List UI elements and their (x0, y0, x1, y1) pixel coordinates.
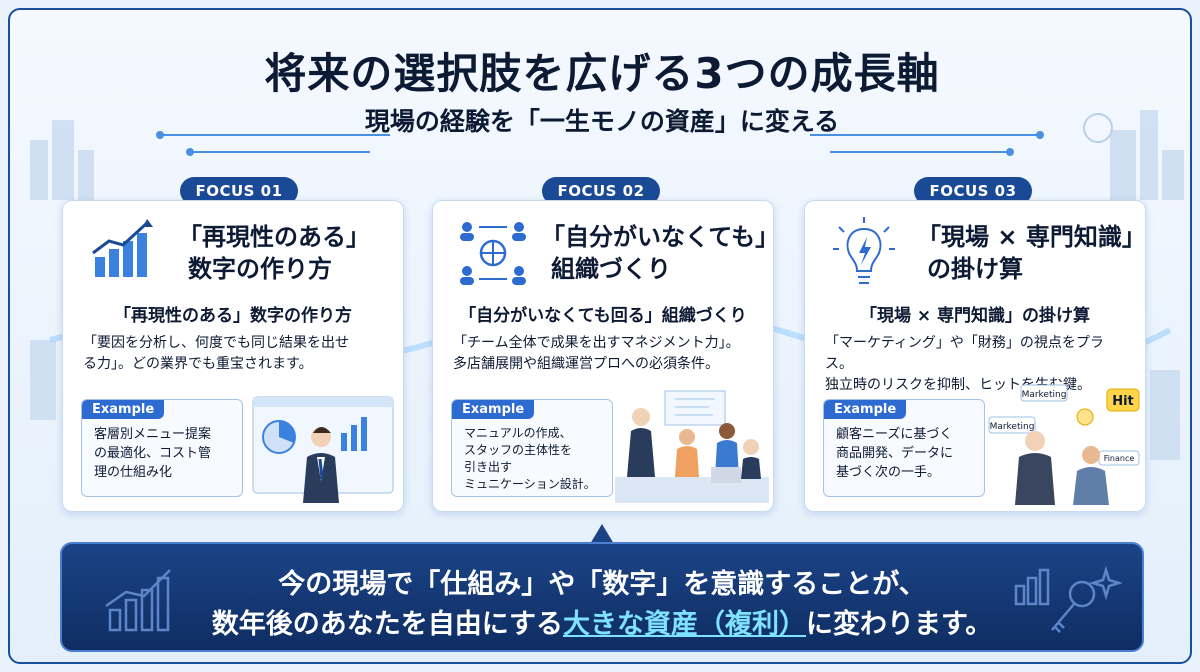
card-subheading: 「現場 × 専門知識」の掛け算 (859, 306, 1091, 326)
growth-chart-icon (92, 219, 153, 277)
example-label: Example (824, 400, 906, 419)
example-text: 顧客ニーズに基づく 商品開発、データに 基づく次の一手。 (824, 419, 984, 482)
example-text: マニュアルの作成、 スタッフの主体性を 引き出す ミュニケーション設計。 (452, 419, 612, 493)
example-line: 理の仕組み化 (94, 465, 173, 480)
team-network-icon (460, 222, 526, 285)
desc-line: 多店舗展開や組織運営プロへの必須条件。 (453, 356, 719, 372)
page-title: 将来の選択肢を広げる3つの成長軸 (264, 49, 940, 98)
bubble-marketing-2: Marketing (1022, 390, 1067, 400)
desc-line: 「要因を分析し、何度でも同じ結果を出せ (83, 335, 349, 351)
example-text: 客層別メニュー提案 の最適化、コスト管 理の仕組み化 (82, 419, 242, 482)
lightbulb-icon (833, 217, 895, 284)
example-box: Example 顧客ニーズに基づく 商品開発、データに 基づく次の一手。 (823, 399, 985, 497)
card-heading-line1: 「再現性のある」 (178, 223, 370, 251)
conclusion-banner: 今の現場で「仕組み」や「数字」を意識することが、 数年後のあなたを自由にする大き… (60, 542, 1144, 652)
example-label: Example (452, 400, 534, 419)
growth-chart-icon (105, 569, 171, 632)
card-subheading: 「再現性のある」数字の作り方 (114, 306, 352, 326)
example-line: の最適化、コスト管 (94, 446, 212, 461)
conclusion-line1: 今の現場で「仕組み」や「数字」を意識することが、 (278, 569, 926, 600)
example-box: Example マニュアルの作成、 スタッフの主体性を 引き出す ミュニケーショ… (451, 399, 613, 497)
example-line: ミュニケーション設計。 (464, 477, 596, 491)
example-label: Example (82, 400, 164, 419)
example-line: 顧客ニーズに基づく (836, 427, 953, 442)
presenter-illustration (252, 396, 394, 503)
example-box: Example 客層別メニュー提案 の最適化、コスト管 理の仕組み化 (81, 399, 243, 497)
example-line: 引き出す (464, 460, 513, 474)
pointer-notch (590, 524, 614, 544)
card-focus-01: 「再現性のある」 数字の作り方 「再現性のある」数字の作り方 「要因を分析し、何… (62, 200, 404, 512)
team-meeting-illustration (615, 390, 769, 503)
card-description: 「要因を分析し、何度でも同じ結果を出せ る力」。どの業界でも重宝されます。 (83, 333, 388, 375)
highlight-asset: 大きな資産（複利） (562, 609, 806, 640)
card-description: 「チーム全体で成果を出すマネジメント力」。 多店舗展開や組織運営プロへの必須条件… (453, 333, 758, 375)
card-focus-02: 「自分がいなくても」 組織づくり 「自分がいなくても回る」組織づくり 「チーム全… (432, 200, 780, 512)
bubble-finance: Finance (1104, 454, 1135, 463)
card-heading-line1: 「現場 × 専門知識」 (917, 223, 1146, 251)
card-focus-03: 「現場 × 専門知識」 の掛け算 「現場 × 専門知識」の掛け算 「マーケティン… (804, 200, 1146, 512)
card-heading-line2: の掛け算 (927, 255, 1023, 283)
card-heading-line1: 「自分がいなくても」 (541, 223, 780, 251)
conclusion-line2-pre: 数年後のあなたを自由にする (211, 609, 563, 640)
example-line: 基づく次の一手。 (836, 465, 941, 480)
page-subtitle: 現場の経験を「一生モノの資産」に変える (364, 107, 840, 136)
card-heading-line2: 組織づくり (551, 255, 671, 283)
desc-line: 「マーケティング」や「財務」の視点をプラス。 (825, 335, 1104, 372)
key-icon (1014, 565, 1122, 633)
business-people-illustration: Marketing Marketing Hit Finance (988, 384, 1140, 505)
bubble-marketing-1: Marketing (990, 422, 1035, 432)
bubble-hit: Hit (1112, 394, 1134, 409)
desc-line: る力」。どの業界でも重宝されます。 (83, 356, 313, 372)
desc-line: 「チーム全体で成果を出すマネジメント力」。 (453, 335, 740, 351)
example-line: スタッフの主体性を (464, 443, 573, 457)
infographic-frame: 将来の選択肢を広げる3つの成長軸 現場の経験を「一生モノの資産」に変える FOC… (8, 8, 1192, 664)
conclusion-line2-post: に変わります。 (805, 609, 993, 640)
example-line: 商品開発、データに (836, 446, 954, 461)
card-heading-line2: 数字の作り方 (188, 255, 332, 283)
conclusion-line2: 数年後のあなたを自由にする大きな資産（複利）に変わります。 (62, 602, 1142, 641)
example-line: マニュアルの作成、 (464, 426, 572, 440)
example-line: 客層別メニュー提案 (94, 427, 212, 442)
card-subheading: 「自分がいなくても回る」組織づくり (459, 306, 747, 326)
